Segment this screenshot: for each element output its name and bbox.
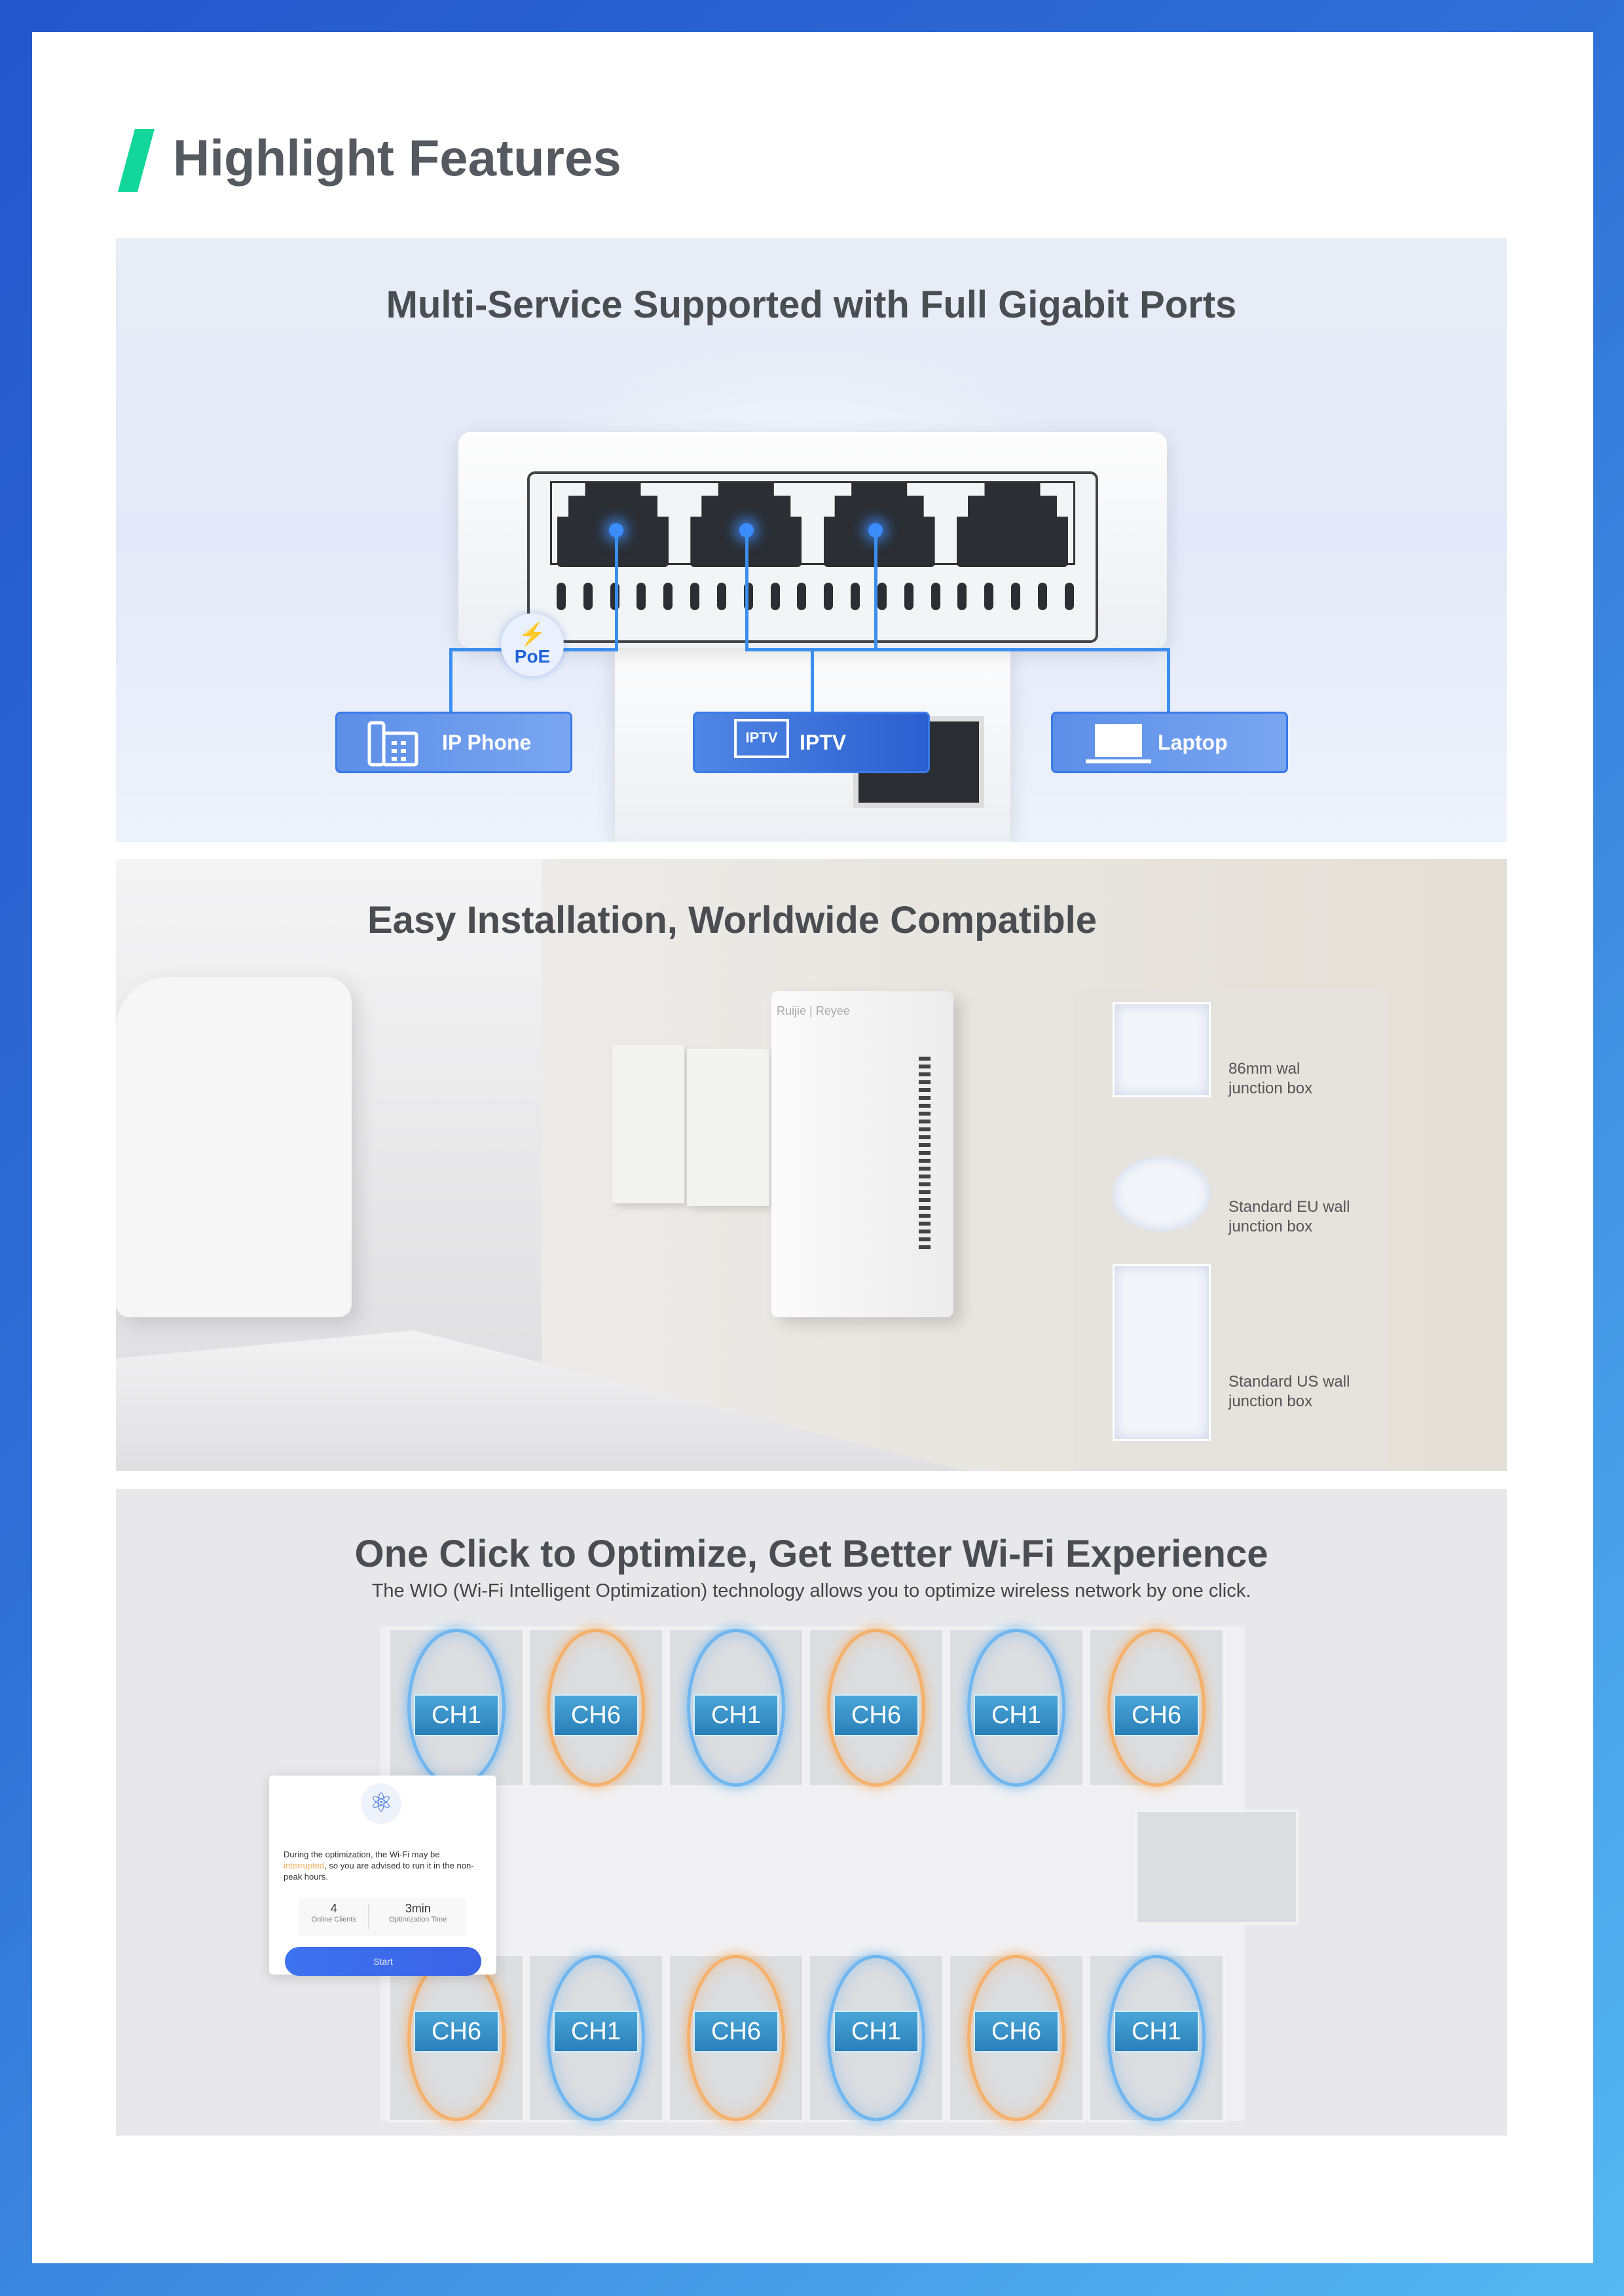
- vents: [557, 583, 1074, 610]
- channel-label: CH6: [414, 2011, 499, 2052]
- channel-label: CH6: [553, 1694, 638, 1736]
- channel-label: CH1: [1114, 2011, 1199, 2052]
- side-room: [1135, 1810, 1299, 1925]
- channel-label: CH6: [834, 1694, 919, 1736]
- signal-coverage-ch1: [687, 1629, 785, 1787]
- title-accent-slash: [118, 129, 155, 192]
- section-installation: Easy Installation, Worldwide Compatible …: [116, 859, 1507, 1471]
- light-switch-1[interactable]: [612, 1045, 684, 1203]
- channel-label: CH1: [834, 2011, 919, 2052]
- channel-label: CH1: [553, 2011, 638, 2052]
- signal-coverage-ch1: [547, 1955, 645, 2121]
- brand-logo: Ruijie | Reyee: [777, 1004, 850, 1017]
- start-button[interactable]: Start: [285, 1947, 481, 1976]
- signal-coverage-ch6: [1107, 1629, 1206, 1787]
- signal-coverage-ch1: [967, 1629, 1065, 1787]
- channel-label: CH1: [414, 1694, 499, 1736]
- signal-coverage-ch6: [687, 1955, 785, 2121]
- section-gigabit-ports: Multi-Service Supported with Full Gigabi…: [116, 238, 1507, 842]
- channel-label: CH6: [693, 2011, 779, 2052]
- laptop-icon: [1086, 724, 1151, 763]
- device-iptv: IPTV IPTV: [693, 712, 930, 773]
- signal-coverage-ch6: [547, 1629, 645, 1787]
- signal-coverage-ch6: [967, 1955, 1065, 2121]
- section-title: Multi-Service Supported with Full Gigabi…: [386, 283, 1237, 326]
- lan-port-4: [956, 483, 1068, 567]
- lightning-icon: ⚡: [518, 622, 547, 647]
- wio-atom-icon: ⚛: [361, 1783, 401, 1824]
- ip-phone-icon: [367, 721, 418, 767]
- tv-icon: IPTV: [734, 719, 789, 758]
- wall-ap-device: [458, 432, 1167, 648]
- channel-label: CH1: [974, 1694, 1059, 1736]
- section-wio: One Click to Optimize, Get Better Wi-Fi …: [116, 1489, 1507, 2136]
- device-ip-phone: IP Phone: [335, 712, 572, 773]
- section-title: Easy Installation, Worldwide Compatible: [367, 899, 1098, 941]
- section-subtitle: The WIO (Wi-Fi Intelligent Optimization)…: [371, 1580, 1251, 1601]
- wall-ap-device: Ruijie | Reyee: [771, 991, 953, 1317]
- section-title: One Click to Optimize, Get Better Wi-Fi …: [354, 1533, 1268, 1575]
- vents: [919, 1057, 931, 1253]
- signal-coverage-ch6: [827, 1629, 925, 1787]
- channel-label: CH6: [1114, 1694, 1199, 1736]
- optimize-dialog: ⚛ During the optimization, the Wi-Fi may…: [269, 1776, 496, 1976]
- eu-box-icon: [1113, 1156, 1211, 1231]
- signal-coverage-ch1: [1107, 1955, 1206, 2121]
- pillow: [116, 977, 352, 1317]
- dialog-warning-text: During the optimization, the Wi-Fi may b…: [284, 1850, 474, 1882]
- bed: [116, 1330, 967, 1471]
- signal-coverage-ch1: [827, 1955, 925, 2121]
- channel-label: CH6: [974, 2011, 1059, 2052]
- light-switch-2[interactable]: [687, 1049, 769, 1206]
- page-title: Highlight Features: [173, 129, 621, 187]
- 86mm-box-icon: [1113, 1002, 1211, 1097]
- us-box-icon: [1113, 1264, 1211, 1441]
- poe-badge: ⚡ PoE: [501, 613, 564, 676]
- channel-label: CH1: [693, 1694, 779, 1736]
- device-laptop: Laptop: [1051, 712, 1288, 773]
